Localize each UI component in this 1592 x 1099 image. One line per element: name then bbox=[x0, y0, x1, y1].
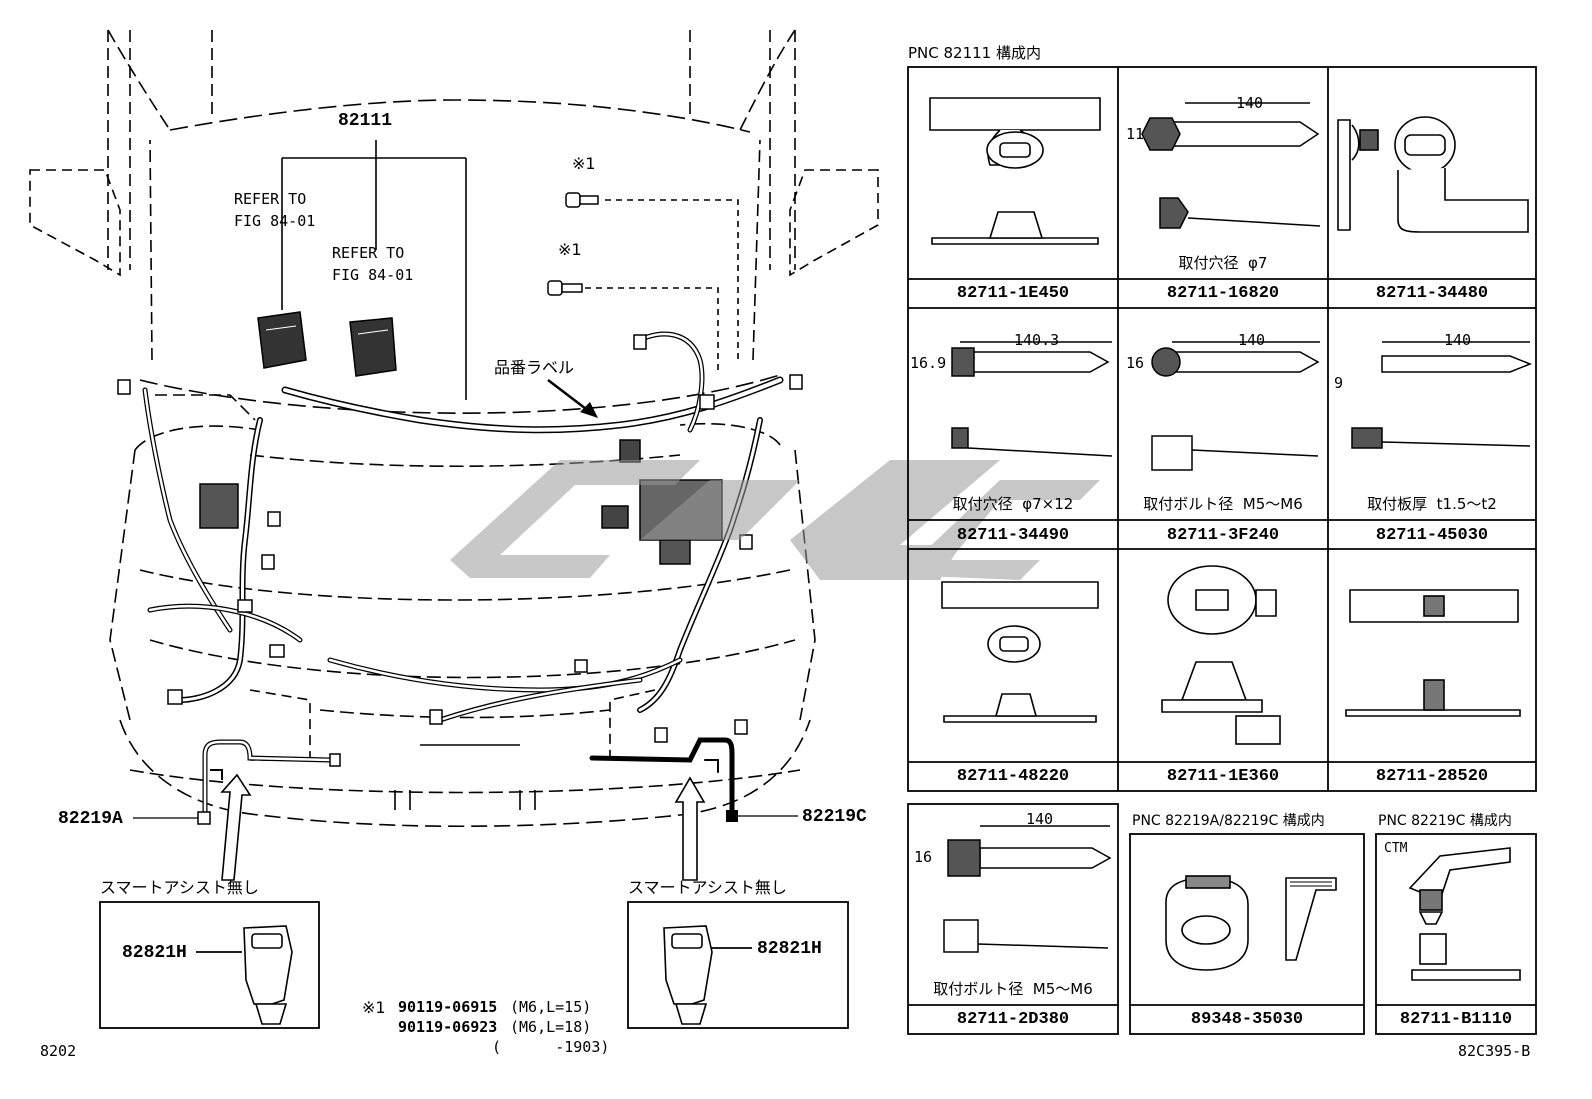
refer-label-1-line1[interactable]: REFER TO bbox=[234, 190, 307, 208]
part-number-label-tag: 品番ラベル bbox=[494, 358, 575, 377]
part-82711-45030[interactable]: 82711-45030 bbox=[1375, 526, 1489, 545]
part-89348-35030[interactable]: 89348-35030 bbox=[1190, 1010, 1304, 1029]
footnote-bolt-1-spec: (M6,L=15) bbox=[510, 998, 592, 1016]
refer-label-1-line2[interactable]: FIG 84-01 bbox=[234, 212, 316, 230]
group-header-82219c: PNC 82219C 構成内 bbox=[1378, 813, 1512, 829]
note-2d380: 取付ボルト径 M5～M6 bbox=[933, 980, 1093, 998]
part-82711-16820[interactable]: 82711-16820 bbox=[1166, 284, 1280, 303]
part-82821h-label-left[interactable]: 82821H bbox=[122, 943, 187, 963]
footnote-bolt-range: ( -1903) bbox=[492, 1038, 610, 1056]
dim-34490-width: 16.9 bbox=[910, 354, 947, 372]
part-82219a-label[interactable]: 82219A bbox=[58, 809, 123, 829]
part-82711-2d380[interactable]: 82711-2D380 bbox=[956, 1010, 1070, 1029]
smart-assist-note-right: スマートアシスト無し bbox=[628, 878, 787, 897]
note-mark-2: ※1 bbox=[558, 240, 582, 259]
dim-16820-length: 140 bbox=[1236, 94, 1264, 112]
part-82711-34480[interactable]: 82711-34480 bbox=[1375, 284, 1489, 303]
part-82711-1e360[interactable]: 82711-1E360 bbox=[1166, 767, 1280, 786]
part-82711-48220[interactable]: 82711-48220 bbox=[956, 767, 1070, 786]
part-82111-label[interactable]: 82111 bbox=[338, 111, 393, 131]
group-header-82219a: PNC 82219A/82219C 構成内 bbox=[1132, 813, 1325, 829]
part-82711-1e450[interactable]: 82711-1E450 bbox=[956, 284, 1070, 303]
refer-label-2-line2[interactable]: FIG 84-01 bbox=[332, 266, 414, 284]
footnote-bolt-2-part[interactable]: 90119-06923 bbox=[398, 1018, 498, 1036]
smart-assist-note-left: スマートアシスト無し bbox=[100, 878, 259, 897]
dim-45030-width: 9 bbox=[1334, 374, 1344, 392]
note-mark-1: ※1 bbox=[572, 154, 596, 173]
dim-34490-length: 140.3 bbox=[1014, 331, 1060, 349]
dim-45030-length: 140 bbox=[1444, 331, 1472, 349]
refer-label-2-line1[interactable]: REFER TO bbox=[332, 244, 405, 262]
page-number: 8202 bbox=[40, 1042, 77, 1060]
note-16820: 取付穴径 φ7 bbox=[1178, 254, 1268, 272]
footnote-mark: ※1 bbox=[362, 998, 386, 1017]
note-34490: 取付穴径 φ7×12 bbox=[952, 495, 1074, 513]
note-45030: 取付板厚 t1.5～t2 bbox=[1367, 495, 1497, 513]
part-82711-34490[interactable]: 82711-34490 bbox=[956, 526, 1070, 545]
dim-3f240-width: 16 bbox=[1126, 354, 1145, 372]
part-82711-28520[interactable]: 82711-28520 bbox=[1375, 767, 1489, 786]
part-82821h-label-right[interactable]: 82821H bbox=[757, 939, 822, 959]
dim-3f240-length: 140 bbox=[1238, 331, 1266, 349]
footnote-bolt-2-spec: (M6,L=18) bbox=[510, 1018, 592, 1036]
part-82711-b1110[interactable]: 82711-B1110 bbox=[1399, 1010, 1513, 1029]
dim-16820-width: 11 bbox=[1126, 125, 1145, 143]
dim-2d380-width: 16 bbox=[914, 848, 933, 866]
ctm-label: CTM bbox=[1384, 841, 1408, 856]
figure-code: 82C395-B bbox=[1458, 1042, 1531, 1060]
group-header-82111: PNC 82111 構成内 bbox=[908, 44, 1041, 62]
note-3f240: 取付ボルト径 M5～M6 bbox=[1143, 495, 1303, 513]
footnote-bolt-1-part[interactable]: 90119-06915 bbox=[398, 998, 498, 1016]
dim-2d380-length: 140 bbox=[1026, 810, 1054, 828]
part-82219c-label[interactable]: 82219C bbox=[802, 807, 867, 827]
part-82711-3f240[interactable]: 82711-3F240 bbox=[1166, 526, 1280, 545]
